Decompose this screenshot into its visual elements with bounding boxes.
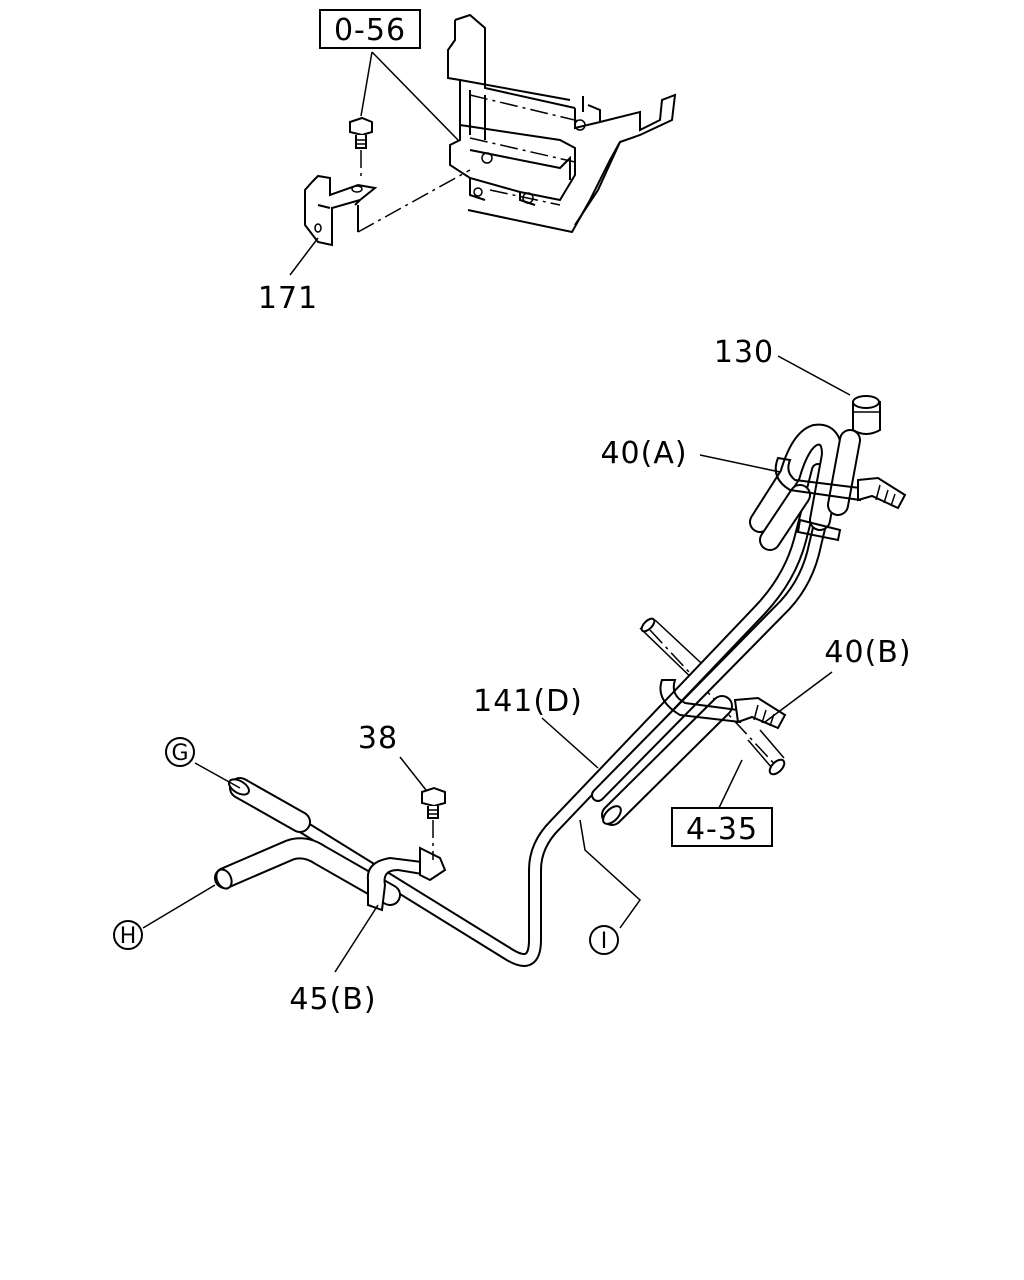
part-label-141d: 141(D) xyxy=(473,684,583,719)
leader-g xyxy=(194,762,241,789)
part-label-40b: 40(B) xyxy=(824,635,911,670)
hose-g xyxy=(228,777,311,833)
leader-38 xyxy=(399,756,427,791)
part-label-38: 38 xyxy=(358,721,398,756)
ref-label-0-56: 0-56 xyxy=(334,13,406,48)
part-label-40a: 40(A) xyxy=(600,436,687,471)
connector-h-circle xyxy=(113,920,143,950)
mounting-bracket-171 xyxy=(304,169,471,247)
leader-0-56-frame xyxy=(371,51,459,141)
leader-40a xyxy=(699,454,781,473)
ref-label-4-35: 4-35 xyxy=(686,812,758,847)
ref-box-0-56 xyxy=(319,9,421,49)
leader-i xyxy=(579,819,641,929)
pipe-to-130 xyxy=(827,429,861,516)
hose-i xyxy=(601,695,733,826)
leader-171 xyxy=(289,237,319,276)
part-label-130: 130 xyxy=(714,335,774,370)
ref-box-4-35 xyxy=(671,807,773,847)
upper-u-hose xyxy=(749,423,843,551)
part-label-171: 171 xyxy=(258,281,318,316)
leader-0-56-bolt xyxy=(360,51,373,117)
clamp-40b xyxy=(659,679,787,730)
bolt-38 xyxy=(421,786,446,860)
connector-g-label: G xyxy=(171,741,188,766)
connector-i-label: I xyxy=(601,929,608,954)
connector-g-circle xyxy=(165,737,195,767)
hose-h xyxy=(214,837,401,906)
leader-45b xyxy=(334,904,379,973)
leader-4-35 xyxy=(717,759,743,811)
clamp-45b xyxy=(366,846,447,912)
leader-40b xyxy=(764,671,833,723)
pipe-141d xyxy=(233,463,840,967)
mounting-frame xyxy=(447,13,677,234)
part-label-45b: 45(B) xyxy=(289,982,376,1017)
leader-130 xyxy=(777,355,851,396)
bolt-top xyxy=(349,116,373,180)
connector-h-label: H xyxy=(120,924,137,949)
leader-141d xyxy=(541,717,599,769)
cap-130 xyxy=(852,395,881,435)
connector-i-circle xyxy=(589,925,619,955)
leader-h xyxy=(142,884,216,929)
